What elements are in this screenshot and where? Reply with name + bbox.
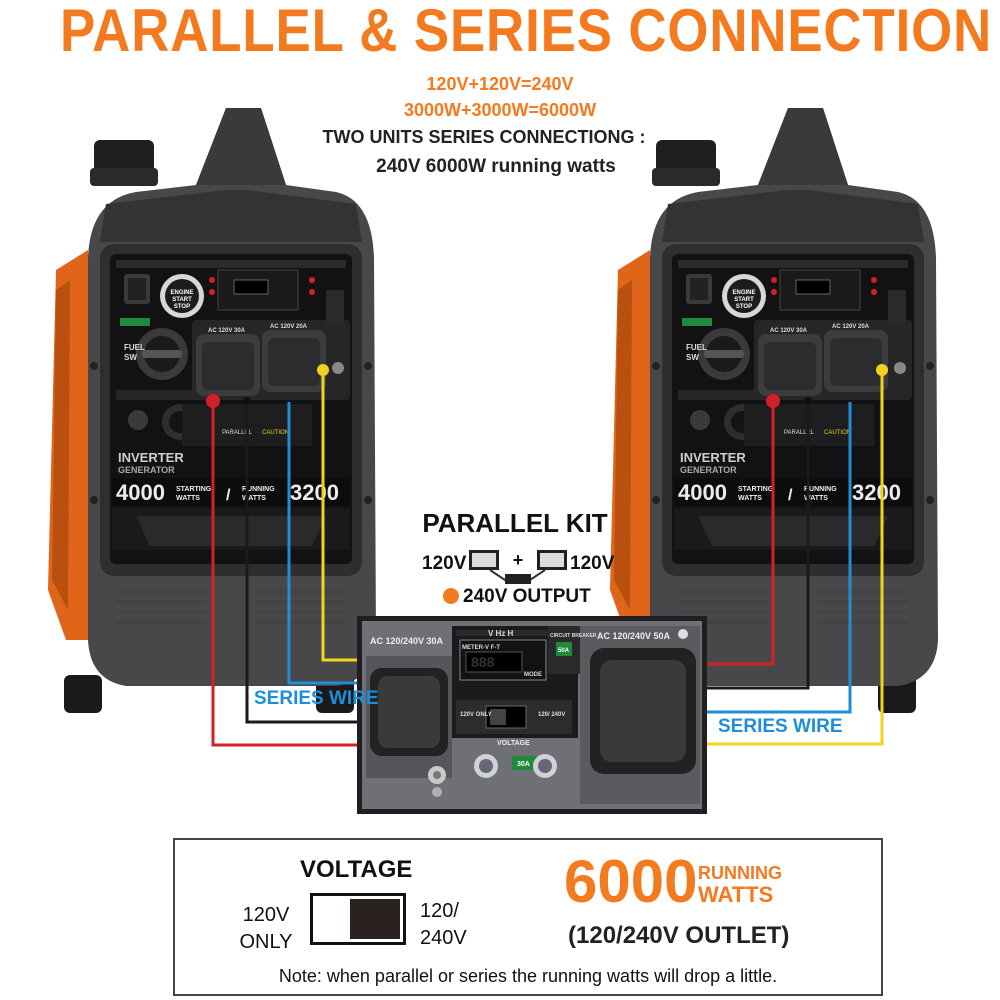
black-terminal-left [243, 397, 251, 405]
parallel-kit-panel: 888 [357, 616, 707, 814]
right-outlet-label: AC 120/240V 50A [597, 631, 671, 641]
red-terminal-left [206, 394, 220, 408]
left-series-wires [211, 372, 372, 747]
wire-black-left [245, 402, 372, 724]
wire-red-right [706, 398, 775, 666]
meter-header: V Hz H [488, 629, 514, 638]
panel-voltage-label: VOLTAGE [497, 740, 530, 747]
running-label: RUNNING [698, 863, 782, 883]
wire-yellow-left [321, 372, 372, 662]
kit-right-voltage: 120V [570, 553, 615, 574]
breaker-label: CIRCUIT BREAKER [550, 633, 597, 639]
right-series-wires [706, 372, 884, 746]
voltage-left-label: 120V ONLY [239, 904, 293, 953]
left-outlet-label: AC 120/240V 30A [370, 636, 444, 646]
voltage-title: VOLTAGE [300, 856, 413, 883]
panel-fuse-value: 30A [517, 761, 530, 768]
output-dot-icon [443, 588, 459, 604]
watts-label: WATTS [698, 882, 774, 907]
panel-switch-right: 120/ 240V [538, 712, 565, 718]
meter-label: METER-V F-T [462, 645, 500, 651]
wattage-sum: 3000W+3000W=6000W [403, 100, 597, 120]
voltage-switch-toggle [350, 899, 400, 939]
svg-text:888: 888 [471, 654, 495, 670]
wire-red-left [211, 398, 372, 747]
svg-text:+: + [513, 550, 524, 570]
wire-yellow-right [706, 372, 884, 746]
kit-left-voltage: 120V [422, 553, 467, 574]
yellow-terminal-right [876, 364, 888, 376]
voltage-switch [310, 893, 406, 945]
black-terminal-right [804, 397, 812, 405]
breaker-value: 50A [558, 648, 570, 654]
running-watts-label: RUNNING WATTS [698, 862, 782, 906]
running-watts-value: 6000 [564, 848, 698, 915]
wire-blue-right [706, 402, 852, 714]
wire-black-right [706, 402, 810, 690]
red-terminal-right [766, 394, 780, 408]
info-box [173, 838, 883, 996]
connection-diagram: ENGINE START STOP FUEL SW [47, 107, 939, 814]
yellow-terminal-left [317, 364, 329, 376]
outlet-note: (120/240V OUTLET) [568, 922, 790, 949]
wire-blue-left [287, 402, 372, 685]
parallel-kit-title: PARALLEL KIT [422, 508, 608, 538]
meter-mode-label: MODE [524, 672, 542, 678]
panel-switch-left: 120V ONLY [460, 712, 492, 718]
footnote: Note: when parallel or series the runnin… [278, 966, 778, 986]
series-wire-label-right: SERIES WIRE [718, 716, 843, 737]
series-wire-label-left: SERIES WIRE [254, 688, 379, 709]
kit-output-label: 240V OUTPUT [463, 586, 591, 607]
page-title: PARALLEL & SERIES CONNECTION [60, 0, 993, 64]
voltage-right-label: 120/ 240V [420, 900, 467, 949]
series-description: TWO UNITS SERIES CONNECTIONG : [322, 127, 646, 147]
series-result: 240V 6000W running watts [376, 156, 616, 177]
voltage-sum: 120V+120V=240V [426, 74, 574, 94]
parallel-kit-icon: + [469, 550, 567, 584]
